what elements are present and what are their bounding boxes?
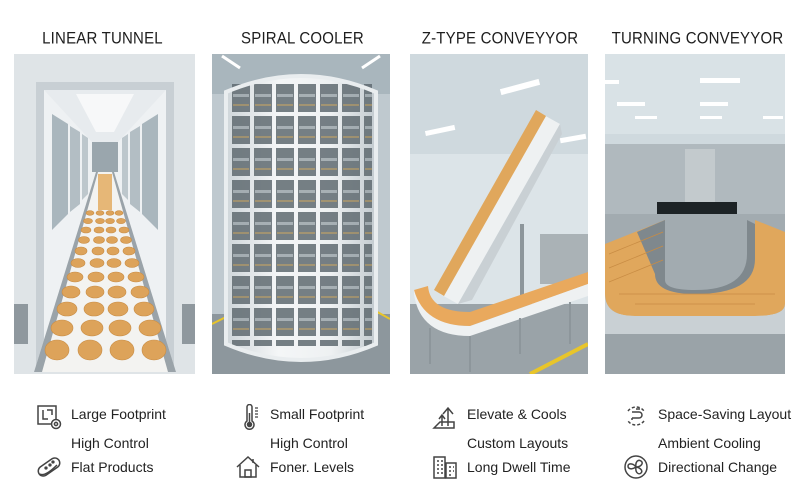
feature-directional-change: Directional Change (658, 459, 778, 475)
column-spiral-cooler: SPIRAL COOLER (200, 0, 405, 500)
floorplan-gear-icon (36, 404, 62, 430)
feature-custom-layouts: Custom Layouts (467, 435, 569, 451)
feature-space-saving-layout: Space-Saving Layout (658, 406, 792, 422)
title-turning-conveyor: TURNING CONVEYYOR (611, 28, 784, 49)
photo-linear-tunnel (14, 54, 195, 374)
feature-flat-products: Flat Products (71, 459, 154, 475)
title-z-type-conveyor: Z-TYPE CONVEYYOR (421, 28, 579, 49)
biscuit-icon (36, 454, 62, 480)
column-turning-conveyor: TURNING CONVEYYOR (595, 0, 800, 500)
spiral-cycle-icon (623, 403, 649, 429)
photo-turning-conveyor (605, 54, 785, 374)
house-icon (235, 454, 261, 480)
fan-icon (623, 454, 649, 480)
feature-high-control: High Control (270, 435, 348, 451)
feature-foner-levels: Foner. Levels (270, 459, 355, 475)
feature-high-control: High Control (71, 435, 149, 451)
feature-ambient-cooling: Ambient Cooling (658, 435, 761, 451)
feature-long-dwell-time: Long Dwell Time (467, 459, 571, 475)
feature-small-footprint: Small Footprint (270, 406, 365, 422)
buildings-icon (432, 454, 458, 480)
feature-large-footprint: Large Footprint (71, 406, 166, 422)
title-spiral-cooler: SPIRAL COOLER (241, 28, 364, 49)
photo-spiral-cooler (212, 54, 390, 374)
column-linear-tunnel: LINEAR TUNNEL (0, 0, 205, 500)
thermometer-icon (240, 404, 266, 430)
title-linear-tunnel: LINEAR TUNNEL (42, 28, 163, 49)
elevate-arrow-icon (432, 404, 458, 430)
column-z-type-conveyor: Z-TYPE CONVEYYOR (400, 0, 600, 500)
feature-elevate-cools: Elevate & Cools (467, 406, 567, 422)
photo-z-type-conveyor (410, 54, 588, 374)
